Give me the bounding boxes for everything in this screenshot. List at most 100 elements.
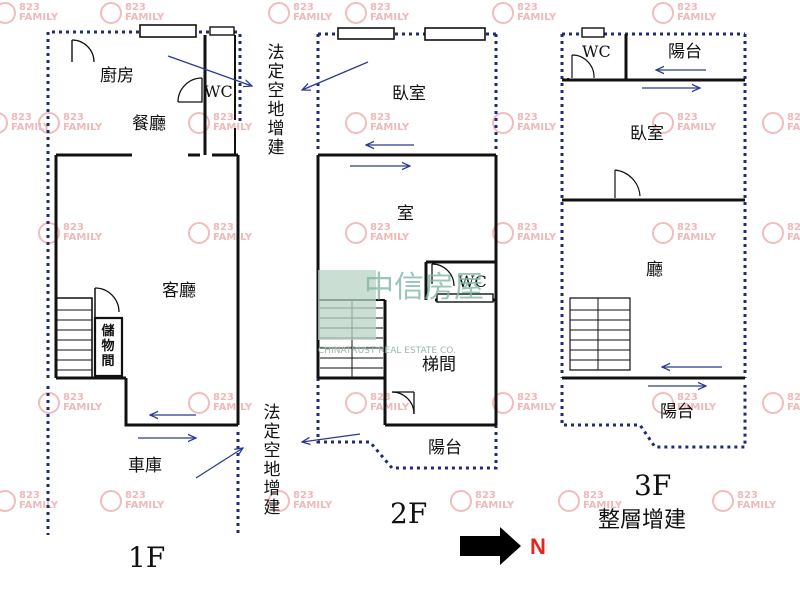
watermark-word: FAMILY bbox=[370, 122, 410, 133]
floor-2f-arrows bbox=[302, 61, 414, 442]
watermark-word: FAMILY bbox=[213, 402, 253, 413]
watermark-word: FAMILY bbox=[370, 402, 410, 413]
watermark-house-icon bbox=[100, 2, 122, 24]
watermark-number: 823 bbox=[293, 2, 314, 13]
watermark-word: FAMILY bbox=[677, 12, 717, 23]
watermark-word: FAMILY bbox=[293, 500, 333, 511]
watermark-number: 823 bbox=[370, 112, 391, 123]
watermark-house-icon bbox=[188, 392, 210, 414]
balcony-top-label-3f: 陽台 bbox=[668, 42, 702, 62]
kitchen-label: 廚房 bbox=[100, 66, 134, 86]
watermark-house-icon bbox=[345, 222, 367, 244]
watermark-house-icon bbox=[492, 2, 514, 24]
watermark-word: FAMILY bbox=[63, 122, 103, 133]
bedroom-label-3f: 臥室 bbox=[630, 124, 664, 144]
watermark-number: 823 bbox=[787, 222, 800, 233]
logo-emblem bbox=[318, 270, 376, 340]
dining-label: 餐廳 bbox=[132, 114, 166, 134]
watermark-house-icon bbox=[0, 490, 16, 512]
floor-caption-1f: 1F bbox=[128, 541, 166, 574]
room-label-2f: 室 bbox=[397, 204, 414, 224]
balcony-bottom-label-3f: 陽台 bbox=[660, 402, 694, 422]
watermark-number: 823 bbox=[787, 392, 800, 403]
legal-extension-bottom-label: 法定空地增建 bbox=[263, 403, 281, 518]
watermark-number: 823 bbox=[517, 392, 538, 403]
watermark-house-icon bbox=[652, 392, 674, 414]
floor-2f bbox=[316, 27, 498, 470]
company-logo: 中信房屋 CHINATRUST REAL ESTATE CO. bbox=[318, 270, 488, 360]
storage-label: 儲物間 bbox=[101, 324, 115, 369]
watermark-number: 823 bbox=[517, 2, 538, 13]
watermark-word: FAMILY bbox=[125, 12, 165, 23]
watermark-number: 823 bbox=[370, 2, 391, 13]
watermark-house-icon bbox=[0, 2, 16, 24]
watermark-word: FAMILY bbox=[293, 12, 333, 23]
watermark-word: FAMILY bbox=[517, 232, 557, 243]
watermark-number: 823 bbox=[293, 490, 314, 501]
watermark-word: FAMILY bbox=[63, 402, 103, 413]
watermark-word: FAMILY bbox=[370, 232, 410, 243]
watermark-word: FAMILY bbox=[19, 12, 59, 23]
watermark-number: 823 bbox=[11, 112, 32, 123]
watermark-word: FAMILY bbox=[11, 122, 51, 133]
watermark-house-icon bbox=[268, 490, 290, 512]
watermark-house-icon bbox=[100, 490, 122, 512]
watermark-house-icon bbox=[558, 490, 580, 512]
wc-label-3f: WC bbox=[582, 42, 611, 61]
watermark-number: 823 bbox=[677, 222, 698, 233]
watermark-number: 823 bbox=[19, 2, 40, 13]
watermark-word: FAMILY bbox=[787, 402, 800, 413]
watermark-house-icon bbox=[652, 222, 674, 244]
watermark-word: FAMILY bbox=[787, 232, 800, 243]
floor-caption-2f: 2F bbox=[390, 497, 428, 530]
floor-3f-arrows bbox=[642, 70, 722, 386]
watermark-house-icon bbox=[268, 2, 290, 24]
watermark-word: FAMILY bbox=[213, 122, 253, 133]
watermark-word: FAMILY bbox=[677, 122, 717, 133]
watermark-word: FAMILY bbox=[517, 402, 557, 413]
north-arrow bbox=[460, 527, 521, 565]
watermark-house-icon bbox=[345, 392, 367, 414]
garage-label: 車庫 bbox=[128, 456, 162, 476]
watermark-number: 823 bbox=[583, 490, 604, 501]
watermark-word: FAMILY bbox=[517, 122, 557, 133]
watermark-number: 823 bbox=[370, 392, 391, 403]
watermark-number: 823 bbox=[677, 112, 698, 123]
watermark-house-icon bbox=[762, 392, 784, 414]
watermark-word: FAMILY bbox=[63, 232, 103, 243]
